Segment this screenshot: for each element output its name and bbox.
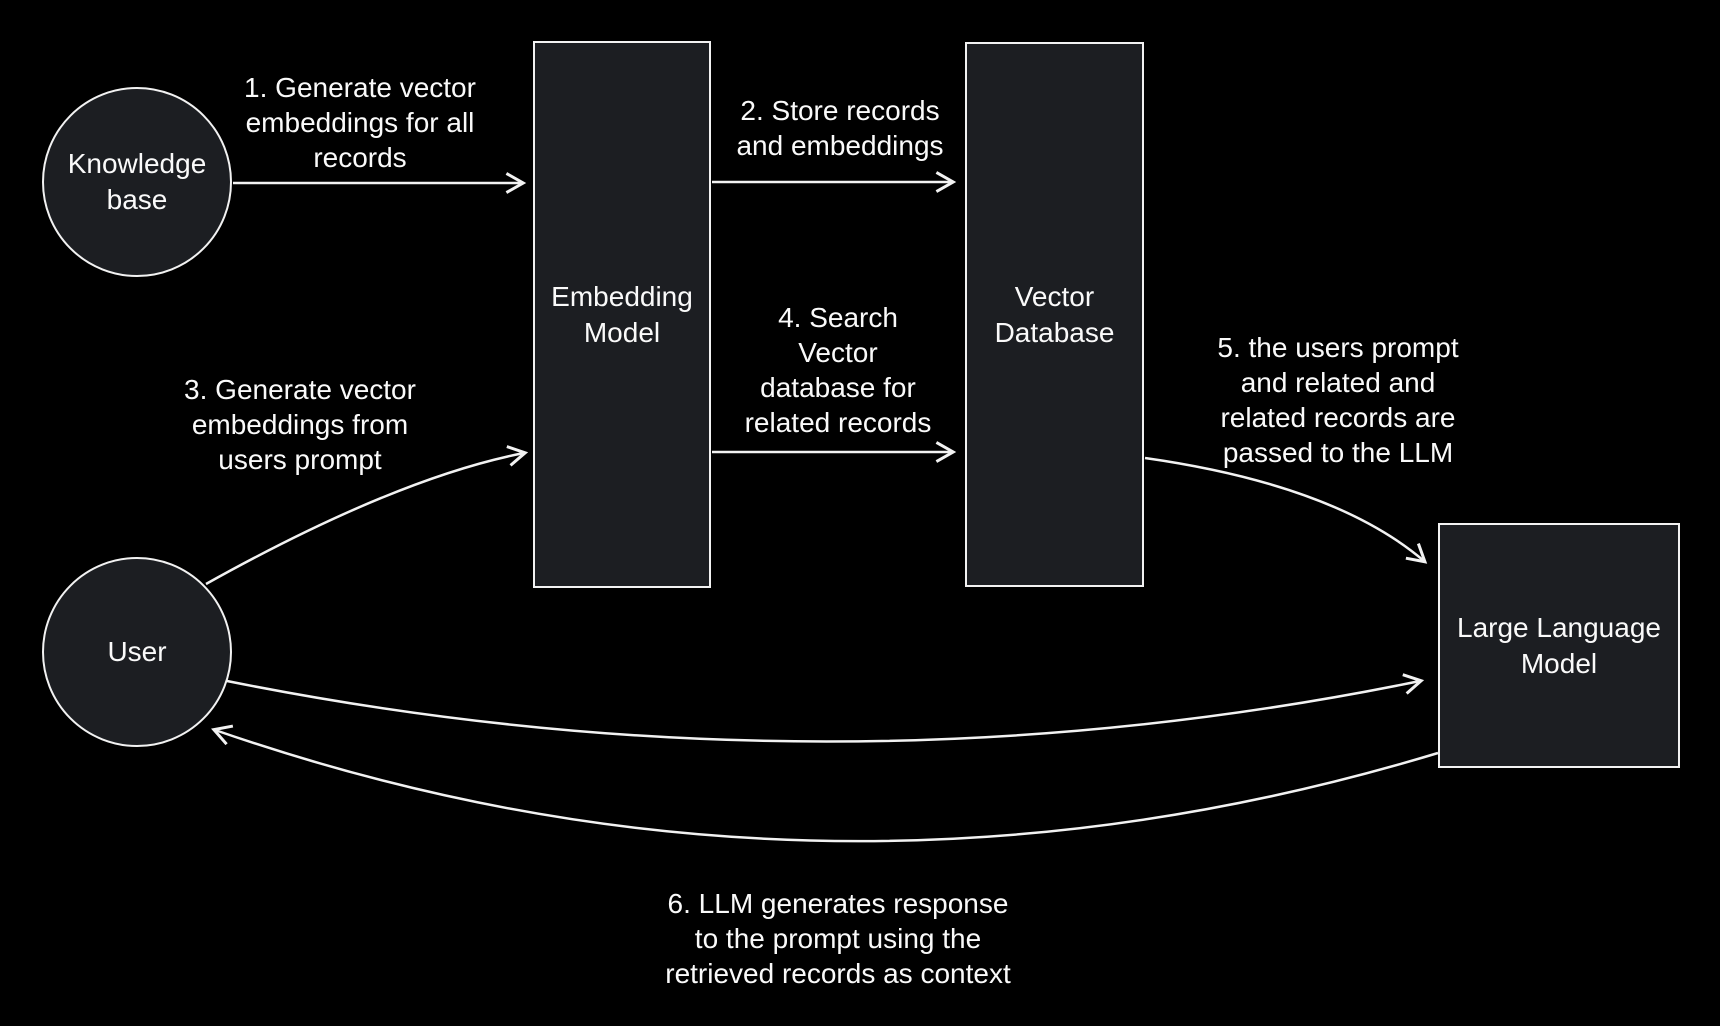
node-user: User [42,557,232,747]
label-step6-llm-response: 6. LLM generates response to the prompt … [665,888,1011,989]
label-step3-embeddings-from-prompt: 3. Generate vector embeddings from users… [184,374,416,475]
edge-generate-embeddings-prompt [205,445,529,586]
label-step5-passed-to-llm: 5. the users prompt and related and rela… [1217,332,1459,468]
label-step2-store-records: 2. Store records and embeddings [736,95,944,161]
edge-llm-response-to-user [211,724,1439,843]
label-step1-generate-embeddings: 1. Generate vector embeddings for all re… [244,72,476,173]
node-knowledge-base: Knowledge base [42,87,232,277]
node-large-language-model: Large Language Model [1438,523,1680,768]
node-embedding-model: Embedding Model [533,41,711,588]
edge-prompt-and-records-to-llm [1144,456,1428,564]
label-step4-search-database: 4. Search Vector database for related re… [744,302,932,438]
node-vector-database: Vector Database [965,42,1144,587]
edge-user-prompt-to-llm [226,673,1425,743]
